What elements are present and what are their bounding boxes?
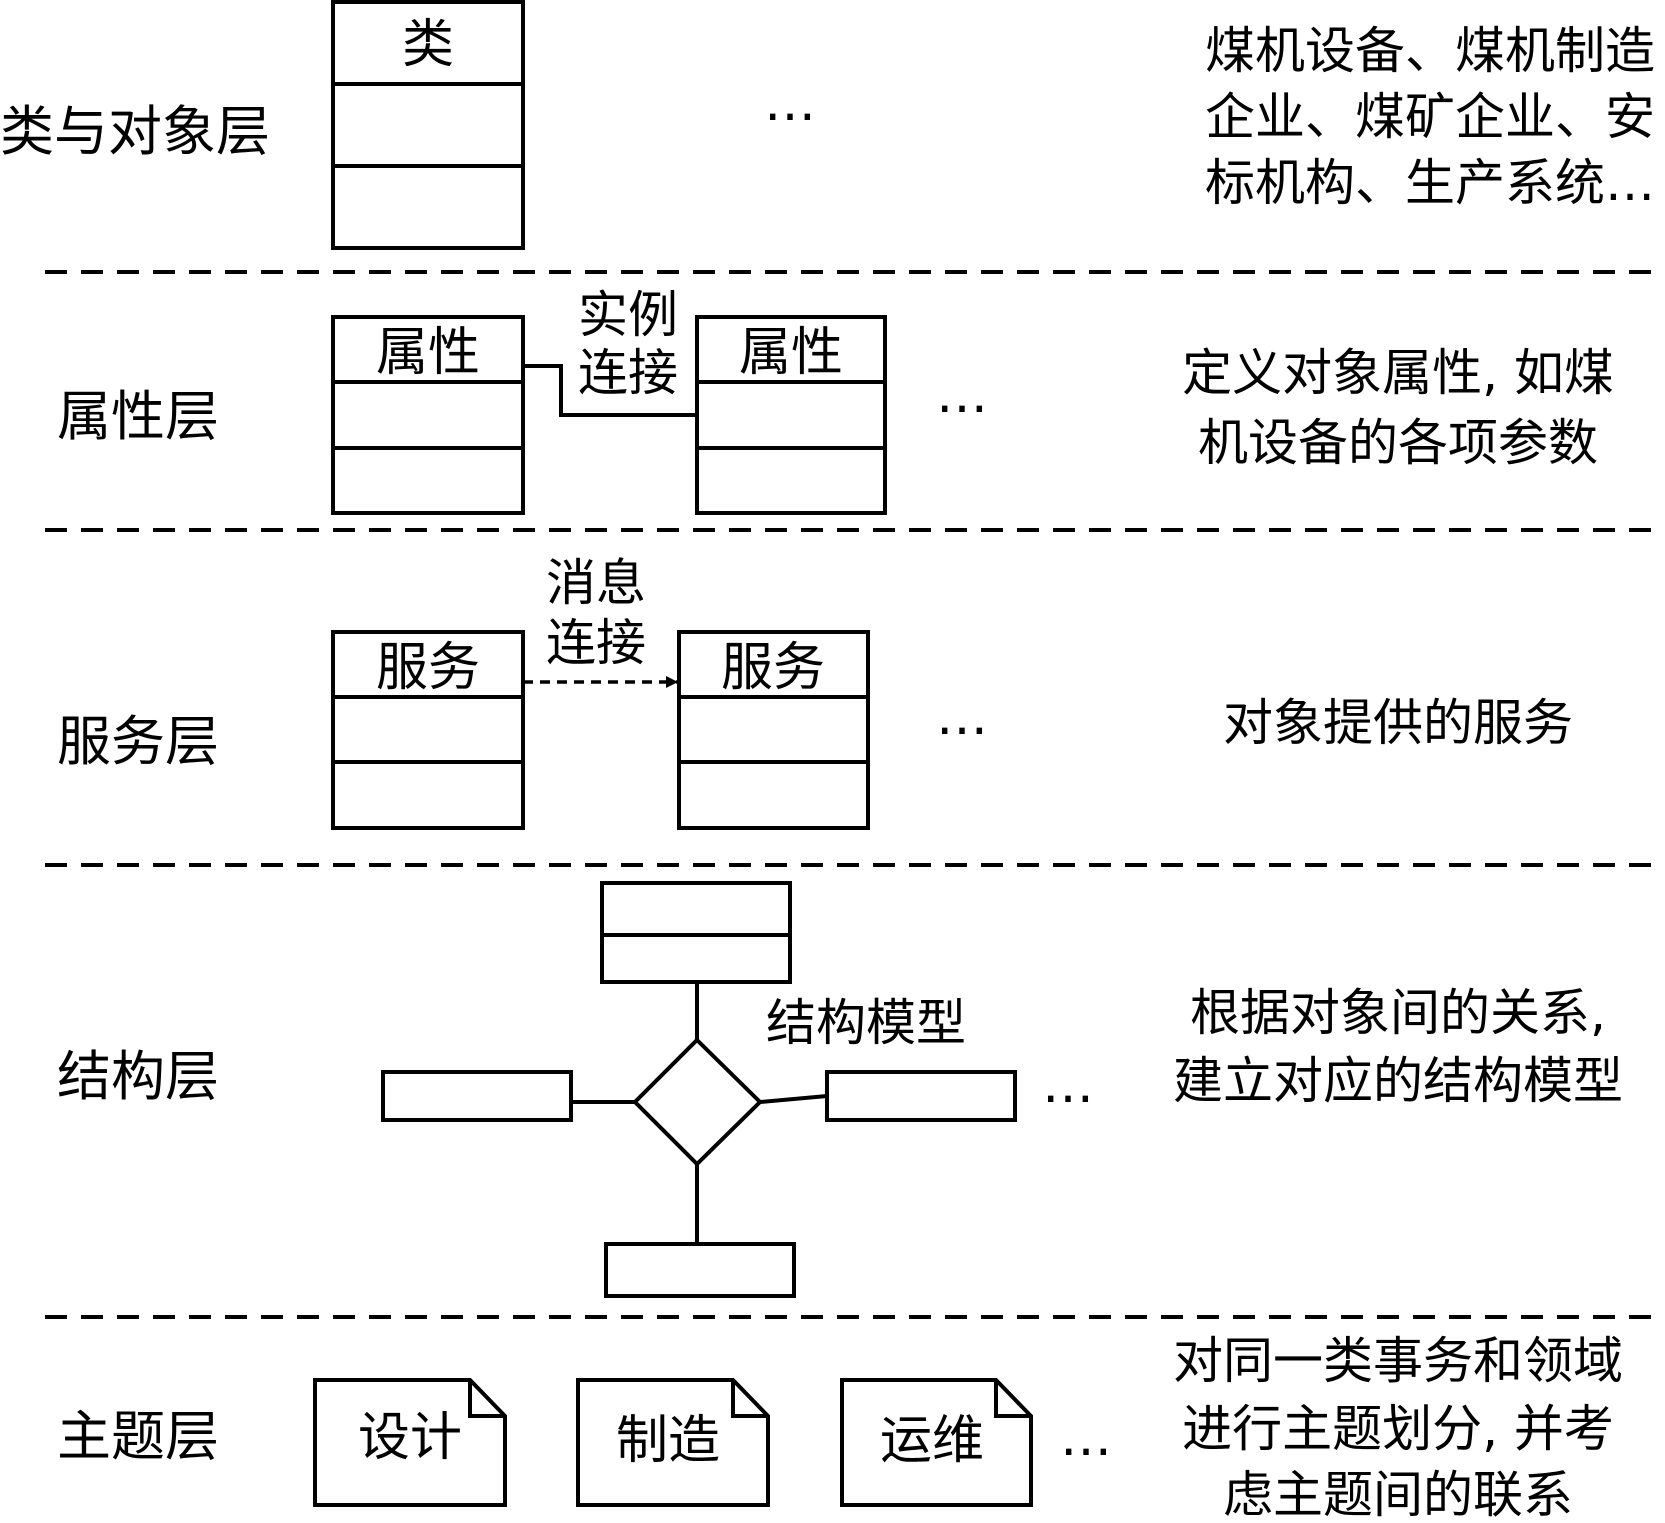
description-class-layer: 煤机设备、煤机制造 企业、煤矿企业、安 标机构、生产系统…	[1205, 22, 1655, 212]
ellipsis-service-layer: …	[936, 687, 988, 747]
ellipsis-attribute-layer: …	[936, 365, 988, 425]
structure-bottom-box	[604, 1242, 796, 1298]
description-line: 根据对象间的关系,	[1190, 984, 1606, 1042]
message-connection-label: 连接	[546, 614, 646, 672]
topic-document-operation: 运维	[840, 1378, 1033, 1507]
topic-label: 设计	[358, 1408, 462, 1468]
attribute-box-2-title: 属性	[739, 323, 843, 383]
topic-label: 制造	[616, 1411, 720, 1471]
description-line: 定义对象属性, 如煤	[1182, 344, 1614, 402]
instance-connection-line	[523, 364, 697, 417]
service-box-2	[677, 630, 870, 830]
attribute-box-1	[331, 315, 525, 515]
description-line: 机设备的各项参数	[1198, 414, 1598, 472]
topic-layer: 主题层 设计 制造 运维 … 对同一类事务和领域 进行主题划分, 并考 虑主题间…	[57, 1332, 1623, 1523]
description-service-layer: 对象提供的服务	[1223, 694, 1573, 752]
description-attribute-layer: 定义对象属性, 如煤 机设备的各项参数	[1182, 344, 1614, 472]
structure-model-graph	[381, 881, 1017, 1298]
service-box-1-title: 服务	[376, 638, 480, 698]
description-line: 标机构、生产系统…	[1205, 154, 1655, 212]
description-line: 煤机设备、煤机制造	[1205, 22, 1655, 80]
topic-document-design: 设计	[313, 1378, 507, 1507]
ellipsis-topic-layer: …	[1060, 1408, 1112, 1468]
ellipsis-class-layer: …	[764, 73, 816, 133]
service-layer: 服务层 服务 服务 消息 连接 … 对象提供的服务	[57, 554, 1573, 830]
structure-model-label: 结构模型	[766, 994, 966, 1052]
structure-right-box	[825, 1070, 1017, 1122]
description-structure-layer: 根据对象间的关系, 建立对应的结构模型	[1173, 984, 1623, 1110]
instance-connection-label: 实例	[578, 286, 678, 344]
description-line: 虑主题间的联系	[1223, 1466, 1573, 1523]
layer-label-service: 服务层	[57, 710, 219, 773]
description-line: 企业、煤矿企业、安	[1205, 88, 1655, 146]
structure-connector-right	[759, 1094, 828, 1104]
description-line: 对同一类事务和领域	[1173, 1332, 1623, 1390]
ellipsis-structure-layer: …	[1042, 1055, 1094, 1115]
service-box-2-title: 服务	[721, 638, 825, 698]
layer-label-class-object: 类与对象层	[0, 100, 270, 163]
layer-label-topic: 主题层	[57, 1405, 219, 1468]
structure-layer: 结构层 结构模型 … 根据对象间的关系, 建立对应的结构模型	[57, 881, 1623, 1298]
relationship-diamond	[632, 1037, 763, 1167]
structure-top-box	[600, 881, 792, 984]
topic-document-manufacturing: 制造	[576, 1378, 770, 1507]
attribute-layer: 属性层 属性 属性 实例 连接 … 定义对象属性, 如煤 机设备的各项参数	[57, 286, 1614, 515]
description-line: 进行主题划分, 并考	[1182, 1400, 1614, 1458]
instance-connection-label: 连接	[578, 344, 678, 402]
class-box	[331, 0, 525, 250]
class-object-layer: 类与对象层 类 … 煤机设备、煤机制造 企业、煤矿企业、安 标机构、生产系统…	[0, 0, 1655, 250]
class-box-title: 类	[402, 15, 454, 75]
layer-separators	[45, 270, 1665, 1319]
topic-label: 运维	[880, 1411, 984, 1471]
description-topic-layer: 对同一类事务和领域 进行主题划分, 并考 虑主题间的联系	[1173, 1332, 1623, 1523]
layer-label-attribute: 属性层	[57, 385, 219, 448]
service-box-1	[331, 630, 525, 830]
message-connection-label: 消息	[546, 554, 646, 612]
structure-left-box	[381, 1070, 573, 1122]
description-line: 建立对应的结构模型	[1173, 1052, 1623, 1110]
layer-label-structure: 结构层	[57, 1045, 219, 1108]
attribute-box-1-title: 属性	[376, 323, 480, 383]
